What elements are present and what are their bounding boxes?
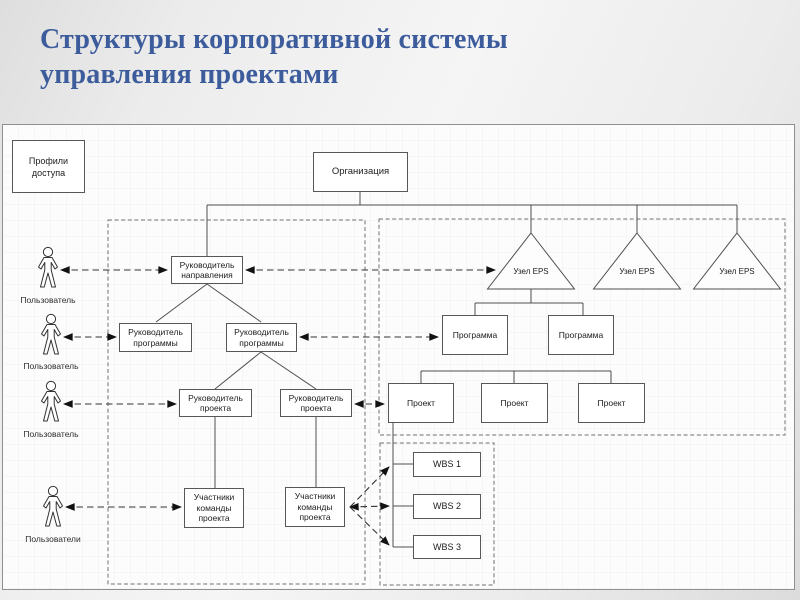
eps-triangle-3 [692,232,782,290]
user-figure-icon [43,485,63,527]
eps-triangle-1 [486,232,576,290]
wbs-zone-border [379,442,495,586]
user-figure-icon [38,246,58,288]
eps-node-label-2: Узел EPS [619,267,655,276]
organization-box: Организация [313,152,408,192]
project-box-3: Проект [578,383,645,423]
eps-node-label-3: Узел EPS [719,267,755,276]
arrow-team-wbs3 [349,506,390,546]
user-figure-icon [41,380,61,422]
org-chart-diagonal-connectors [155,283,317,390]
eps-triangle-2 [592,232,682,290]
access-profiles-box: Профили доступа [12,140,85,193]
program-box-1: Программа [442,315,508,355]
eps-zone-border [378,218,786,436]
diagram-panel [2,124,795,590]
program-manager-box-2: Руководитель программы [226,323,297,352]
arrow-team-wbs2 [349,502,390,511]
project-manager-box-1: Руководитель проекта [179,389,252,417]
slide-title-line2: управления проектами [40,59,339,90]
user-label-4: Пользователи [25,534,81,544]
project-manager-box-2: Руководитель проекта [280,389,352,417]
slide-title-line1: Структуры корпоративной системы [40,24,508,55]
wbs-box-2: WBS 2 [413,494,481,519]
project-team-box-1: Участники команды проекта [184,488,244,528]
eps-triangles [486,232,782,290]
wbs-box-3: WBS 3 [413,535,481,559]
project-box-1: Проект [388,383,454,423]
user-label-3: Пользователь [23,429,79,439]
eps-node-label-1: Узел EPS [513,267,549,276]
project-team-box-2: Участники команды проекта [285,487,345,527]
wbs-box-1: WBS 1 [413,452,481,477]
program-manager-box-1: Руководитель программы [119,323,192,352]
arrow-team-wbs1 [349,466,390,508]
user-label-1: Пользователь [20,295,76,305]
dashed-relation-arrows [60,266,496,546]
user-figure-icon [41,313,61,355]
org-chart-connectors [206,192,738,548]
project-box-2: Проект [481,383,548,423]
slide-title: Структуры корпоративной системы управлен… [40,22,600,92]
program-box-2: Программа [548,315,614,355]
user-label-2: Пользователь [23,361,79,371]
direction-manager-box: Руководитель направления [171,256,243,284]
